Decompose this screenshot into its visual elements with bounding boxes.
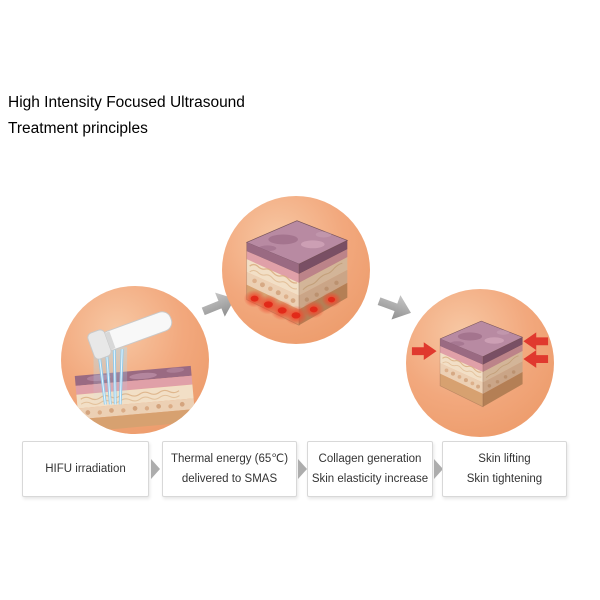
skin-layers — [74, 365, 196, 433]
arrow-right-shape — [377, 295, 411, 320]
flow-step-collagen-generation: Collagen generation Skin elasticity incr… — [307, 441, 433, 497]
flow-step-text: delivered to SMAS — [181, 473, 278, 485]
arrow-right-icon — [370, 284, 419, 330]
arrow-right-icon — [194, 282, 244, 329]
flow-arrow-icon — [298, 459, 307, 479]
title-line-1: High Intensity Focused Ultrasound — [8, 94, 245, 111]
flow-step-text: Collagen generation — [318, 452, 422, 465]
skin-tightening-graphic — [411, 320, 549, 408]
hifu-irradiation-illustration — [61, 286, 209, 434]
flow-step-hifu-irradiation: HIFU irradiation — [22, 441, 149, 497]
flow-step-text: Skin tightening — [466, 473, 543, 485]
inward-arrows-icon — [411, 332, 549, 368]
flow-arrow-icon — [434, 459, 443, 479]
flow-step-skin-lifting: Skin lifting Skin tightening — [442, 441, 567, 497]
arrow-right-shape — [201, 292, 235, 317]
flow-step-text: HIFU irradiation — [45, 462, 126, 475]
skin-tightening-illustration — [406, 289, 554, 437]
hifu-irradiation-graphic — [74, 311, 196, 433]
flow-step-text: Thermal energy (65℃) — [170, 452, 289, 465]
heat-spots-icon — [243, 289, 342, 326]
flow-step-thermal-energy: Thermal energy (65℃) delivered to SMAS — [162, 441, 297, 497]
hifu-handpiece-icon — [87, 311, 173, 360]
thermal-energy-illustration — [222, 196, 370, 344]
title-line-2: Treatment principles — [8, 120, 148, 137]
page-title: High Intensity Focused Ultrasound Treatm… — [8, 90, 245, 142]
flow-step-text: Skin elasticity increase — [311, 473, 429, 485]
skin-cube — [439, 320, 524, 408]
flow-arrow-icon — [151, 459, 160, 479]
skin-heating-graphic — [243, 220, 349, 326]
flow-step-text: Skin lifting — [478, 452, 531, 465]
